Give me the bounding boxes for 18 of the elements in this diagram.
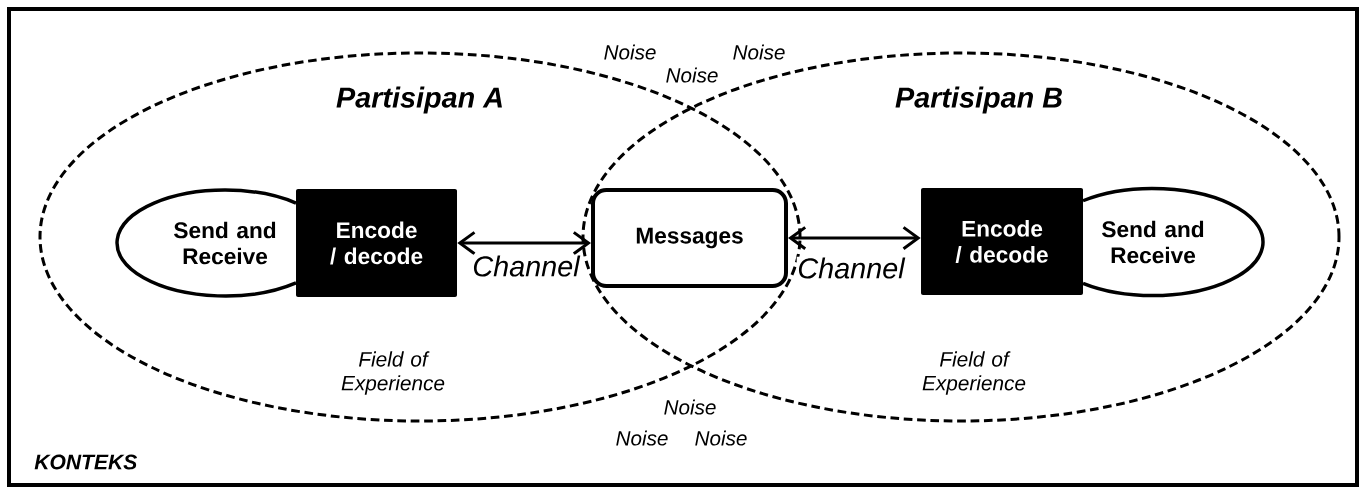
noise-label: Noise xyxy=(666,67,718,83)
arrow xyxy=(788,226,921,250)
process-box: Encode / decode xyxy=(296,189,457,297)
participant-label: Partisipan B xyxy=(895,86,1062,114)
arrow xyxy=(457,231,591,255)
noise-label: Noise xyxy=(664,399,716,415)
noise-label: Noise xyxy=(733,44,785,60)
edge-label: Channel xyxy=(471,254,581,278)
context-label: KONTEKS xyxy=(34,454,138,470)
noise-label: Noise xyxy=(695,430,747,446)
process-box: Encode / decode xyxy=(921,188,1083,295)
noise-label: Noise xyxy=(604,44,656,60)
field-label: Field of Experience xyxy=(922,351,1026,395)
noise-label: Noise xyxy=(616,430,668,446)
participant-label: Partisipan A xyxy=(336,86,502,114)
edge-label: Channel xyxy=(796,256,906,280)
message-box: Messages xyxy=(591,188,788,288)
field-label: Field of Experience xyxy=(341,351,445,395)
